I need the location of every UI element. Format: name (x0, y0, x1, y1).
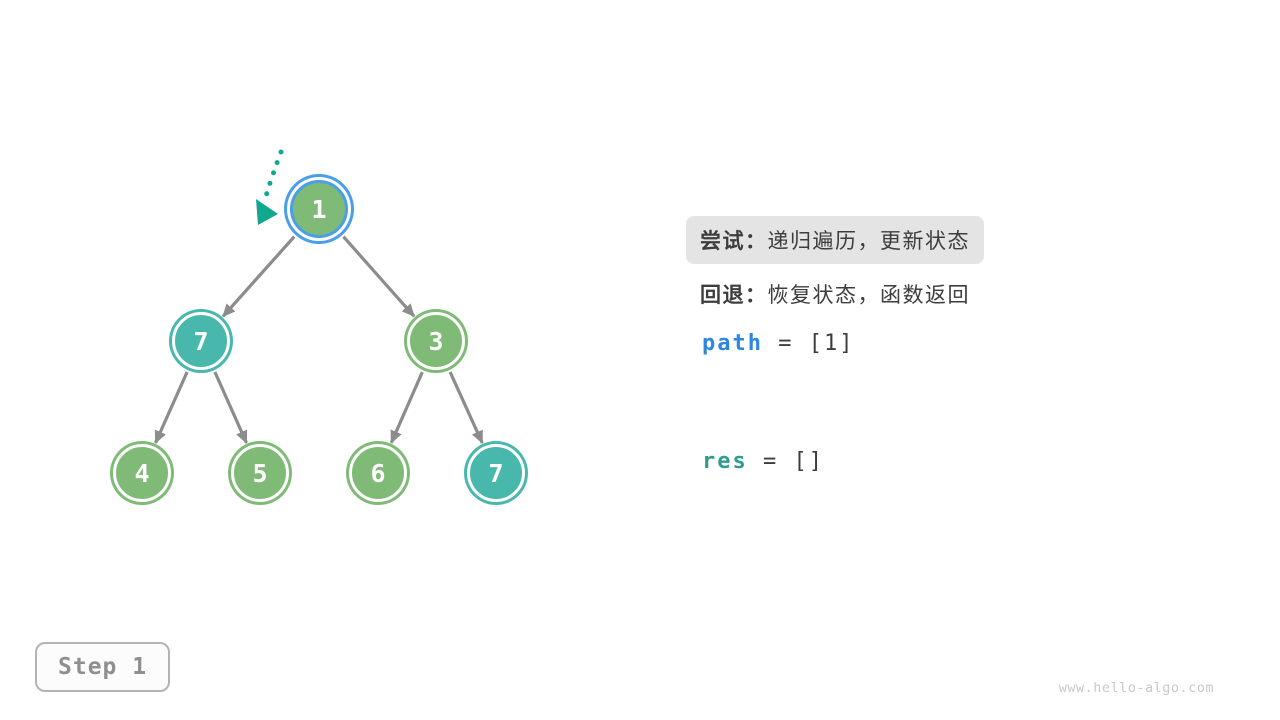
tree-node-n7b: 7 (467, 444, 525, 502)
back-label: 回退： (700, 283, 768, 307)
try-label: 尝试： (700, 229, 768, 253)
tree-node-n1: 1 (290, 180, 348, 238)
tree-node-n3: 3 (407, 312, 465, 370)
back-text: 恢复状态，函数返回 (767, 283, 970, 307)
res-variable-name: res (702, 449, 748, 474)
tree-node-n6: 6 (349, 444, 407, 502)
tree-edge-n7a-n5 (213, 371, 248, 444)
tree-node-n5: 5 (231, 444, 289, 502)
res-variable-value: = [] (747, 449, 824, 474)
path-variable-name: path (702, 331, 763, 356)
tree-edge-n3-n6 (389, 371, 424, 444)
tree-edge-n7a-n4 (154, 371, 189, 444)
watermark-text: www.hello-algo.com (1058, 680, 1214, 696)
tree-edge-n3-n7b (448, 371, 484, 444)
try-text: 递归遍历，更新状态 (767, 229, 970, 253)
try-line: 尝试：递归遍历，更新状态 (686, 216, 984, 264)
path-variable-value: = [1] (762, 331, 855, 356)
step-badge: Step 1 (35, 642, 171, 692)
step-badge-label: Step 1 (58, 654, 148, 680)
tree-edge-n1-n3 (342, 235, 416, 318)
tree-edge-n1-n7a (221, 235, 296, 318)
path-variable-line: path = [1] (702, 331, 854, 356)
tree-node-n7a: 7 (172, 312, 230, 370)
pointer-arrow-icon (256, 199, 278, 225)
tree-node-n4: 4 (113, 444, 171, 502)
pointer-arrow-dots (263, 149, 284, 199)
res-variable-line: res = [] (702, 449, 824, 474)
back-line: 回退：恢复状态，函数返回 (700, 281, 970, 307)
